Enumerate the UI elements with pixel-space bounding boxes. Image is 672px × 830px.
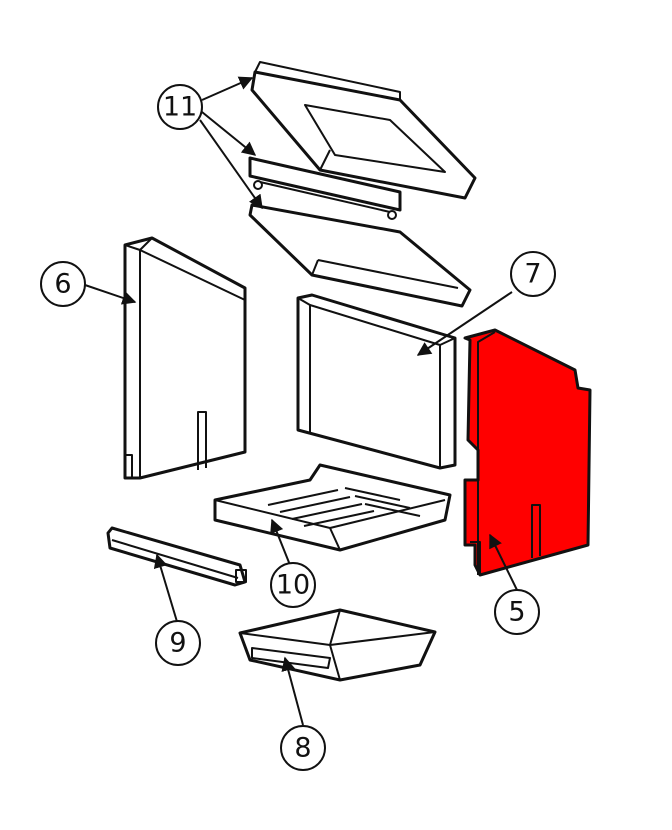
leader-10 [270, 518, 291, 566]
part-8-ash-pan [238, 608, 437, 682]
callout-7: 7 [510, 251, 556, 297]
grate-slots [267, 487, 421, 527]
part-11-lower-baffle [248, 203, 472, 308]
part-11-upper-baffle [250, 61, 477, 200]
part-9-front-bar [106, 526, 247, 587]
leader-6 [84, 284, 137, 305]
leader-11-c [199, 119, 263, 210]
part-10-grate [213, 463, 452, 552]
part-5-highlight-fill [463, 328, 592, 577]
part-5-right-side-brick [463, 328, 592, 577]
callout-8-label: 8 [294, 733, 311, 764]
callout-5-label: 5 [508, 597, 525, 628]
callout-11: 11 [157, 84, 203, 130]
callout-6-label: 6 [54, 269, 71, 300]
callout-6: 6 [40, 261, 86, 307]
leader-5 [489, 533, 518, 591]
callout-10: 10 [270, 562, 316, 608]
leader-7 [416, 291, 513, 356]
callout-9: 9 [155, 620, 201, 666]
part-11-baffle-rail [248, 156, 402, 220]
leader-9 [153, 553, 179, 626]
leader-8 [281, 656, 304, 726]
part-6-left-side-brick [123, 236, 247, 480]
callout-9-label: 9 [169, 628, 186, 659]
leader-lines [84, 76, 518, 726]
leader-11-a [201, 76, 254, 101]
callout-10-label: 10 [276, 570, 310, 601]
callout-11-label: 11 [163, 92, 197, 123]
callout-8: 8 [280, 725, 326, 771]
callout-5: 5 [494, 589, 540, 635]
callout-7-label: 7 [524, 259, 541, 290]
leader-11-b [201, 111, 257, 156]
part-7-back-panel [296, 293, 457, 470]
